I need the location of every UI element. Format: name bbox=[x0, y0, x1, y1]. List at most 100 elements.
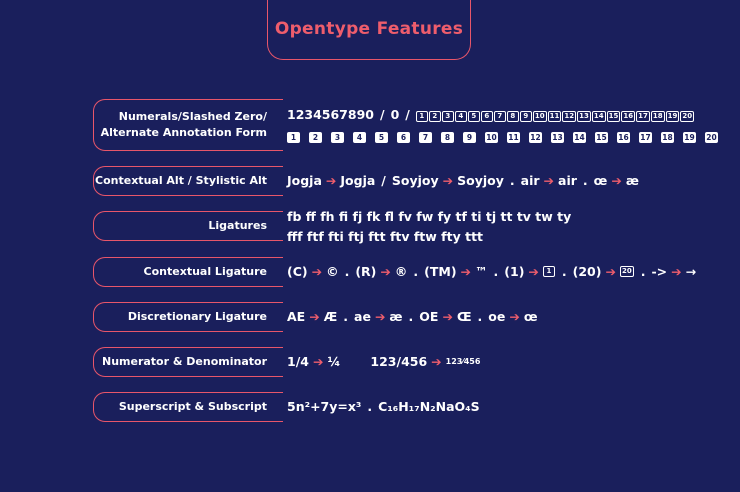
boxed-number: 6 bbox=[480, 111, 493, 122]
arrow-icon: ➔ bbox=[671, 264, 682, 279]
separator: . bbox=[367, 399, 373, 414]
boxed-number: 17 bbox=[636, 111, 650, 122]
ligatures-line-2: fff ftf fti ftj ftt ftv ftw fty ttt bbox=[287, 229, 483, 244]
feature-label: Discretionary Ligature bbox=[93, 302, 283, 332]
feature-label: Ligatures bbox=[93, 211, 283, 241]
feature-label-text: Numerator & Denominator bbox=[101, 355, 267, 368]
sample-text: oe bbox=[488, 309, 506, 324]
feature-label-text: Contextual Ligature bbox=[143, 265, 267, 278]
filled-number: 17 bbox=[639, 132, 652, 143]
feature-sample: (C) ➔ © . (R) ➔ ® . (TM) ➔ ™ . (1) ➔ 1 .… bbox=[287, 264, 696, 279]
sample-text: fff ftf fti ftj ftt ftv ftw fty ttt bbox=[287, 229, 484, 244]
separator: . bbox=[493, 264, 499, 279]
filled-number: 18 bbox=[661, 132, 674, 143]
separator: / bbox=[405, 106, 410, 122]
sample-text: (1) bbox=[504, 264, 525, 279]
separator: . bbox=[344, 264, 350, 279]
boxed-number: 14 bbox=[591, 111, 606, 122]
arrow-icon: ➔ bbox=[611, 173, 622, 188]
sample-text: 5n²+7y=x³ bbox=[287, 399, 362, 414]
sample-text: ® bbox=[394, 264, 408, 279]
arrow-icon: ➔ bbox=[528, 264, 539, 279]
sample-text: 1/4 bbox=[287, 354, 309, 369]
filled-number: 15 bbox=[595, 132, 608, 143]
feature-row-ligatures: Ligatures fb ff fh fi fj fk fl fv fw fy … bbox=[0, 209, 740, 244]
filled-number: 3 bbox=[331, 132, 344, 143]
sample-text: Soyjoy bbox=[457, 173, 504, 188]
separator: . bbox=[582, 173, 588, 188]
ligatures-line-1: fb ff fh fi fj fk fl fv fw fy tf ti tj t… bbox=[287, 209, 571, 224]
feature-label: Contextual Ligature bbox=[93, 257, 283, 287]
arrow-icon: ➔ bbox=[309, 309, 320, 324]
filled-number: 8 bbox=[441, 132, 454, 143]
boxed-number: 16 bbox=[621, 111, 636, 122]
arrow-icon: ➔ bbox=[605, 264, 616, 279]
sample-text: air bbox=[558, 173, 577, 188]
sample-text: Jogja bbox=[287, 173, 322, 188]
sample-text: æ bbox=[389, 309, 403, 324]
feature-sample: 1/4 ➔ ¼ 123/456 ➔ 123⁄456 bbox=[287, 354, 480, 369]
boxed-number: 4 bbox=[454, 111, 467, 122]
boxed-number: 20 bbox=[619, 266, 634, 277]
filled-number: 12 bbox=[529, 132, 542, 143]
arrow-icon: ➔ bbox=[442, 309, 453, 324]
arrow-icon: ➔ bbox=[431, 354, 442, 369]
feature-row-contextual-ligature: Contextual Ligature (C) ➔ © . (R) ➔ ® . … bbox=[0, 257, 740, 287]
arrow-icon: ➔ bbox=[312, 354, 324, 369]
separator: . bbox=[477, 309, 483, 324]
sample-text: 123/456 bbox=[370, 354, 428, 369]
filled-number: 4 bbox=[353, 132, 366, 143]
sample-text: © bbox=[326, 264, 339, 279]
slashed-zero: 0 bbox=[390, 106, 400, 122]
sample-text: C₁₆H₁₇N₂NaO₄S bbox=[378, 399, 480, 414]
boxed-number: 9 bbox=[519, 111, 532, 122]
arrow-icon: ➔ bbox=[380, 264, 391, 279]
feature-label-text: Discretionary Ligature bbox=[127, 310, 267, 323]
separator: . bbox=[509, 173, 515, 188]
feature-label: Numerals/Slashed Zero/ Alternate Annotat… bbox=[93, 99, 283, 151]
sample-text: fb ff fh fi fj fk fl fv fw fy tf ti tj t… bbox=[287, 209, 572, 224]
feature-sample: 5n²+7y=x³ . C₁₆H₁₇N₂NaO₄S bbox=[287, 399, 480, 414]
sample-text: Æ bbox=[323, 309, 338, 324]
sample-text: (C) bbox=[287, 264, 308, 279]
feature-label-line: Alternate Annotation Form bbox=[100, 126, 267, 139]
feature-row-super-subscript: Superscript & Subscript 5n²+7y=x³ . C₁₆H… bbox=[0, 392, 740, 422]
sample-text: ™ bbox=[475, 264, 488, 279]
arrow-icon: ➔ bbox=[311, 264, 323, 279]
page-title: Opentype Features bbox=[274, 18, 464, 39]
arrow-icon: ➔ bbox=[442, 173, 454, 188]
separator: / bbox=[381, 173, 386, 188]
separator: / bbox=[379, 106, 385, 122]
boxed-number: 12 bbox=[562, 111, 577, 122]
boxed-number: 13 bbox=[577, 111, 591, 122]
sample-text: œ bbox=[593, 173, 608, 188]
sample-text: OE bbox=[419, 309, 439, 324]
separator: . bbox=[408, 309, 414, 324]
separator: . bbox=[343, 309, 349, 324]
feature-sample: AE ➔ Æ . ae ➔ æ . OE ➔ Œ . oe ➔ œ bbox=[287, 309, 538, 324]
filled-number: 16 bbox=[617, 132, 630, 143]
filled-number: 20 bbox=[705, 132, 718, 143]
arrow-icon: ➔ bbox=[460, 264, 472, 279]
sample-text: Œ bbox=[456, 309, 472, 324]
filled-number: 7 bbox=[419, 132, 432, 143]
feature-label-text: Ligatures bbox=[208, 219, 267, 232]
sample-text: AE bbox=[287, 309, 306, 324]
separator: . bbox=[640, 264, 646, 279]
sample-text: ¼ bbox=[327, 354, 341, 369]
sample-text: → bbox=[685, 264, 697, 279]
filled-number: 2 bbox=[309, 132, 322, 143]
boxed-number: 15 bbox=[606, 111, 621, 122]
boxed-number: 3 bbox=[441, 111, 454, 122]
boxed-number: 20 bbox=[680, 111, 695, 122]
sample-text: 123⁄456 bbox=[445, 357, 481, 366]
boxed-number: 19 bbox=[665, 111, 680, 122]
filled-number: 14 bbox=[573, 132, 586, 143]
sample-text: (20) bbox=[572, 264, 602, 279]
numerals-text: 1234567890 bbox=[287, 106, 374, 122]
boxed-number: 10 bbox=[532, 111, 547, 122]
title-tab: Opentype Features bbox=[267, 0, 471, 60]
